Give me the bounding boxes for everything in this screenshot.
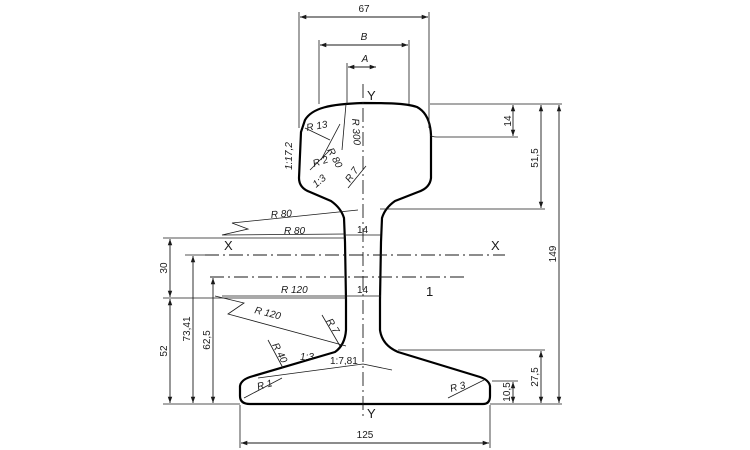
label-7341: 73,41 <box>182 316 193 341</box>
leader-r7-upper <box>347 165 367 189</box>
label-web-14-upper: 14 <box>357 225 369 236</box>
label-marker-1: 1 <box>426 284 433 299</box>
leader-r2 <box>309 149 331 171</box>
label-149: 149 <box>548 245 559 262</box>
label-125: 125 <box>357 430 374 441</box>
leader-r80-head <box>320 123 341 161</box>
label-625: 62,5 <box>202 330 213 350</box>
label-r300: R 300 <box>349 118 362 146</box>
label-y-top: Y <box>367 88 376 103</box>
label-slope-lower: 1:3 <box>300 352 314 363</box>
label-30: 30 <box>159 262 170 274</box>
label-r80-web-a: R 80 <box>270 209 292 221</box>
label-67: 67 <box>358 4 370 15</box>
head-inner-line <box>429 134 438 138</box>
label-slope-1781: 1:7,81 <box>330 356 358 367</box>
leader-r300 <box>341 103 347 151</box>
label-r120-b: R 120 <box>253 305 282 322</box>
label-r80-web-b: R 80 <box>284 226 306 237</box>
rail-profile-outline <box>238 101 492 406</box>
leader-r40 <box>267 339 284 369</box>
foot-slope-line <box>257 363 393 379</box>
label-r40: R 40 <box>269 341 289 365</box>
label-r1: R 1 <box>256 378 274 393</box>
leader-r1 <box>243 377 283 399</box>
label-b: B <box>361 32 368 43</box>
label-r7-lower: R 7 <box>323 317 341 336</box>
label-14-head: 14 <box>503 115 514 127</box>
label-105: 10,5 <box>502 382 513 402</box>
label-r7-upper: R 7 <box>343 165 361 184</box>
leader-r7-lower <box>321 314 341 347</box>
label-slope-117: 1:17,2 <box>284 142 295 170</box>
label-275: 27,5 <box>530 367 541 387</box>
leader-r3 <box>447 379 485 399</box>
leader-r80-web <box>221 209 359 236</box>
label-x-left: X <box>224 238 233 253</box>
label-r120-a: R 120 <box>281 285 308 296</box>
leader-r13 <box>304 127 331 141</box>
label-52: 52 <box>159 345 170 357</box>
label-r2: R 2 <box>312 154 331 169</box>
label-r13: R 13 <box>306 119 329 134</box>
label-y-bottom: Y <box>367 406 376 421</box>
label-web-14-lower: 14 <box>357 285 369 296</box>
leader-r120 <box>214 295 347 347</box>
label-slope-upper: 1:3 <box>311 173 329 191</box>
label-a: A <box>361 54 369 65</box>
label-515: 51,5 <box>530 148 541 168</box>
label-r3: R 3 <box>449 380 467 395</box>
label-x-right: X <box>491 238 500 253</box>
